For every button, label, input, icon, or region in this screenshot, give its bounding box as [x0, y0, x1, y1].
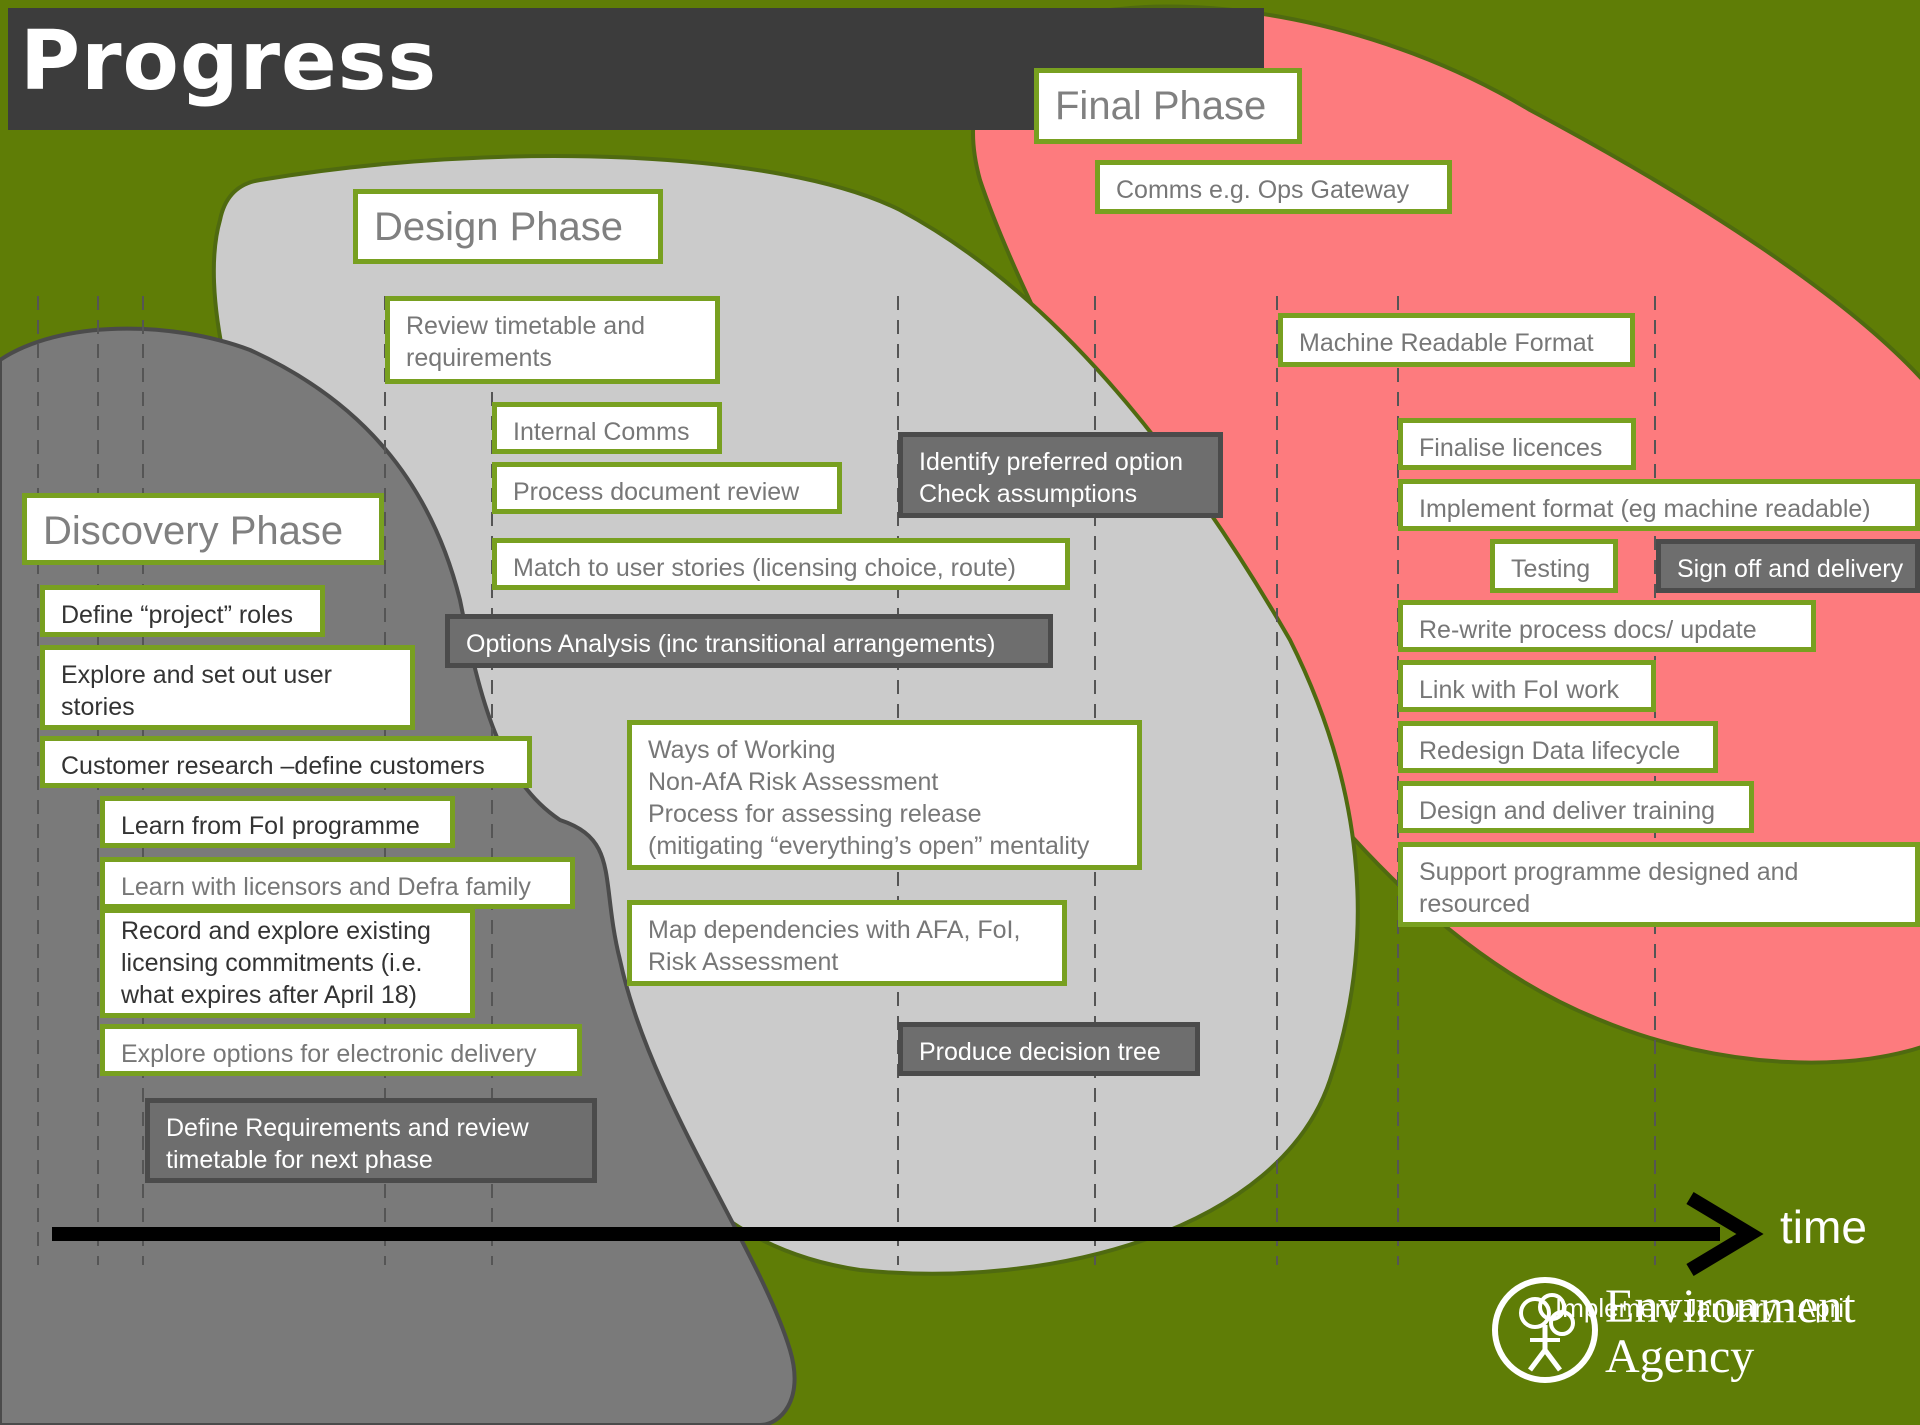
implement-note: Implement January - April — [1555, 1293, 1850, 1323]
discovery-item: Explore options for electronic delivery — [100, 1024, 582, 1076]
discovery-phase-heading: Discovery Phase — [22, 493, 384, 565]
discovery-item: Define “project” roles — [40, 585, 325, 637]
logo-text-line1: Environment — [1605, 1280, 1856, 1333]
discovery-item: Explore and set out user stories — [40, 645, 415, 730]
design-item: Identify preferred option Check assumpti… — [898, 432, 1223, 518]
design-item: Options Analysis (inc transitional arran… — [445, 614, 1053, 668]
final-item: Sign off and delivery — [1656, 539, 1920, 593]
design-item: Review timetable and requirements — [385, 296, 720, 384]
design-item: Produce decision tree — [898, 1022, 1200, 1076]
design-phase-heading: Design Phase — [353, 189, 663, 264]
time-arrow-head — [1686, 1191, 1764, 1277]
final-phase-heading: Final Phase — [1034, 68, 1302, 144]
design-item: Ways of Working Non-AfA Risk Assessment … — [627, 720, 1142, 870]
design-item: Match to user stories (licensing choice,… — [492, 538, 1070, 590]
design-item: Map dependencies with AFA, FoI, Risk Ass… — [627, 900, 1067, 986]
discovery-item: Define Requirements and review timetable… — [145, 1098, 597, 1183]
discovery-item: Learn from FoI programme — [100, 796, 455, 848]
final-item: Link with FoI work — [1398, 660, 1656, 712]
discovery-item: Learn with licensors and Defra family — [100, 857, 575, 909]
final-item: Machine Readable Format — [1278, 313, 1635, 367]
time-axis-label: time — [1780, 1201, 1867, 1253]
final-item: Implement format (eg machine readable) — [1398, 479, 1920, 531]
final-item: Finalise licences — [1398, 418, 1636, 470]
design-item: Process document review — [492, 462, 842, 514]
discovery-item: Record and explore existing licensing co… — [100, 908, 475, 1018]
design-item: Internal Comms — [492, 402, 722, 454]
discovery-item: Customer research –define customers — [40, 736, 532, 788]
environment-agency-logo-text: Environment Agency — [1605, 1282, 1856, 1382]
logo-text-line2: Agency — [1605, 1330, 1755, 1383]
environment-agency-tree-icon — [1492, 1277, 1598, 1383]
final-item: Support programme designed and resourced — [1398, 842, 1920, 927]
final-item: Testing — [1490, 539, 1618, 593]
final-item: Comms e.g. Ops Gateway — [1095, 160, 1452, 214]
final-item: Re-write process docs/ update — [1398, 600, 1816, 652]
final-item: Design and deliver training — [1398, 781, 1754, 833]
page-title: Progress — [20, 14, 438, 109]
final-item: Redesign Data lifecycle — [1398, 721, 1718, 773]
